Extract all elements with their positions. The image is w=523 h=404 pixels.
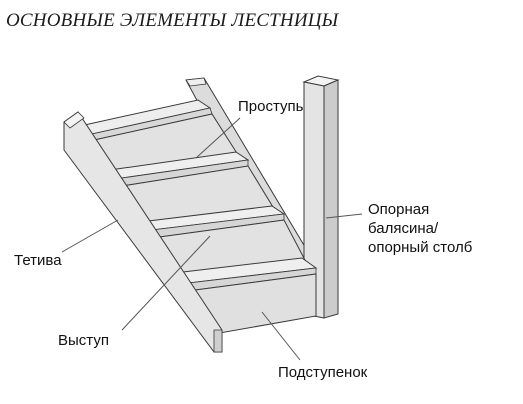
leader-nosing (121, 235, 211, 331)
label-tread: Проступь (238, 98, 304, 115)
leader-newel (325, 213, 363, 219)
label-riser: Подступенок (278, 364, 368, 381)
label-stringer: Тетива (14, 252, 62, 269)
leader-tread (195, 117, 241, 159)
label-newel-line-2: балясина/ (368, 220, 439, 237)
label-newel-line-1: Опорная (368, 201, 430, 218)
label-newel-line-3: опорный столб (368, 239, 473, 256)
diagram-title: ОСНОВНЫЕ ЭЛЕМЕНТЫ ЛЕСТНИЦЫ (6, 10, 339, 31)
left-stringer (63, 111, 223, 353)
leader-riser (261, 311, 301, 361)
label-newel-post: Опорная балясина/ опорный столб (368, 200, 472, 257)
leader-stringer (61, 219, 119, 253)
label-nosing: Выступ (58, 332, 109, 349)
leader-lines (61, 117, 363, 361)
newel-post (302, 75, 340, 319)
